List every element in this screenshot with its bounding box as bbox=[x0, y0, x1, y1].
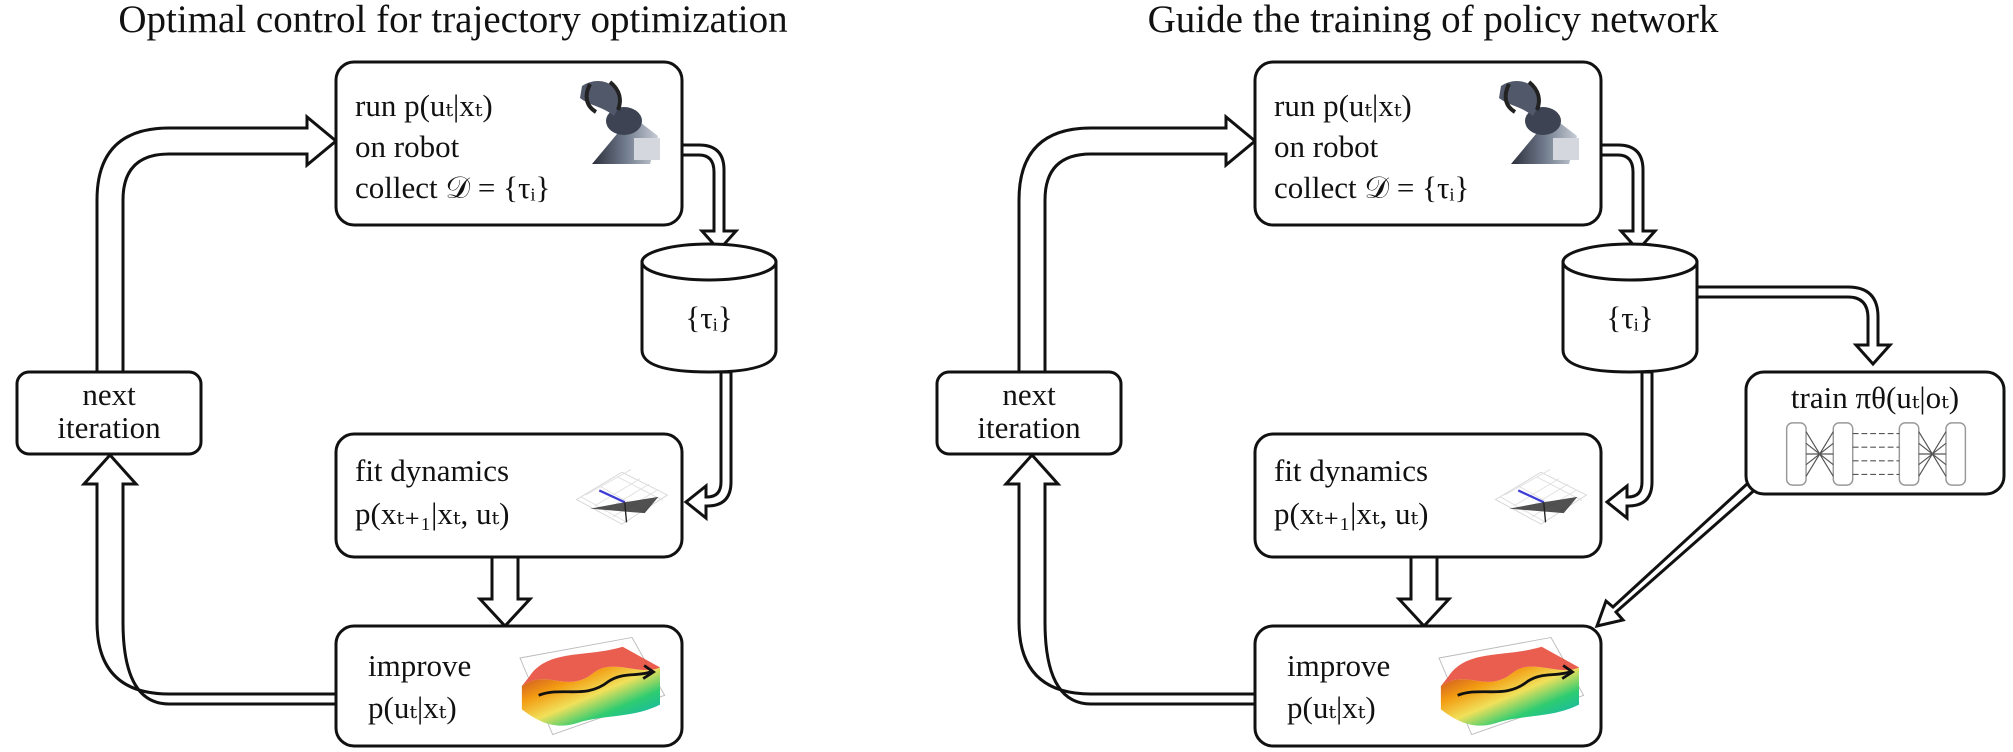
next-iteration-box bbox=[935, 370, 1123, 456]
data-store-label: {τᵢ} bbox=[685, 300, 732, 335]
arrow-train-to-improve bbox=[1594, 470, 1769, 629]
arrow-improve-to-next bbox=[1002, 452, 1257, 706]
fit-line1: fit dynamics bbox=[1274, 453, 1428, 488]
next-line2: iteration bbox=[977, 410, 1081, 445]
fit-line1: fit dynamics bbox=[355, 453, 509, 488]
run-line2: on robot bbox=[355, 129, 460, 164]
run-line3: collect 𝒟 = {τᵢ} bbox=[1274, 170, 1469, 205]
data-store-label: {τᵢ} bbox=[1606, 300, 1653, 335]
fit-dynamics-box bbox=[1253, 432, 1603, 559]
improve-line2: p(uₜ|xₜ) bbox=[368, 690, 457, 725]
run-line3: collect 𝒟 = {τᵢ} bbox=[355, 170, 550, 205]
next-iteration-box bbox=[15, 370, 203, 456]
improve-line1: improve bbox=[1287, 648, 1390, 683]
run-line2: on robot bbox=[1274, 129, 1379, 164]
next-line2: iteration bbox=[57, 410, 161, 445]
train-line1: train πθ(uₜ|oₜ) bbox=[1791, 380, 1959, 415]
fit-line2: p(xₜ₊₁|xₜ, uₜ) bbox=[355, 496, 509, 531]
fit-line2: p(xₜ₊₁|xₜ, uₜ) bbox=[1274, 496, 1428, 531]
arrow-store-to-train bbox=[1693, 285, 1894, 367]
train-policy-box bbox=[1744, 370, 2006, 496]
next-line1: next bbox=[1002, 377, 1056, 412]
improve-line1: improve bbox=[368, 648, 471, 683]
data-store: {τᵢ} bbox=[1561, 242, 1699, 374]
panel-right: Guide the training of policy network run… bbox=[935, 0, 2006, 748]
arrow-store-to-fit bbox=[683, 370, 733, 522]
arrow-fit-to-improve bbox=[1395, 555, 1453, 629]
panel-title: Optimal control for trajectory optimizat… bbox=[118, 0, 787, 41]
arrow-run-to-store bbox=[1599, 143, 1659, 253]
next-line1: next bbox=[82, 377, 136, 412]
fit-dynamics-box bbox=[334, 432, 684, 559]
panel-title: Guide the training of policy network bbox=[1148, 0, 1719, 41]
arrow-next-to-run bbox=[1017, 113, 1258, 374]
arrow-run-to-store bbox=[680, 143, 740, 253]
improve-line2: p(uₜ|xₜ) bbox=[1287, 690, 1376, 725]
run-line1: run p(uₜ|xₜ) bbox=[355, 88, 493, 123]
arrow-improve-to-next bbox=[80, 452, 338, 706]
arrow-store-to-fit bbox=[1604, 370, 1654, 522]
arrow-fit-to-improve bbox=[476, 555, 534, 629]
run-line1: run p(uₜ|xₜ) bbox=[1274, 88, 1412, 123]
arrow-next-to-run bbox=[95, 113, 339, 374]
panel-left: Optimal control for trajectory optimizat… bbox=[15, 0, 788, 748]
data-store: {τᵢ} bbox=[640, 242, 778, 374]
